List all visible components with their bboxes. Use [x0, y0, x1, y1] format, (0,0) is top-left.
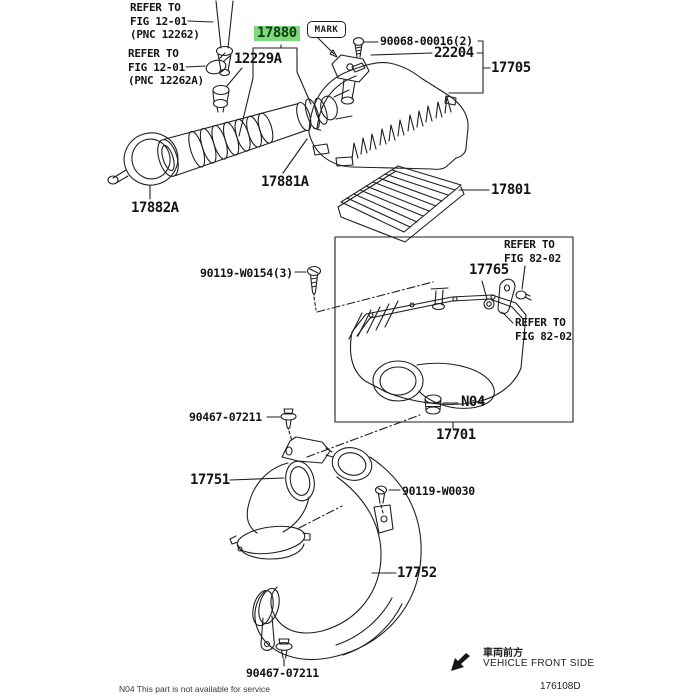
part-label-17701[interactable]: 17701 [436, 427, 476, 443]
maf-sensor-22204-drawing [331, 37, 370, 105]
part-label-17705[interactable]: 17705 [491, 60, 531, 76]
refer-note-fig12-bottom: REFER TO FIG 12-01 (PNC 12262A) [128, 47, 204, 87]
clip-90467-upper-drawing [266, 408, 297, 442]
connector-12229a-drawing [212, 67, 243, 113]
filter-element-17801-drawing [337, 165, 490, 243]
footer-service-note: N04 This part is not available for servi… [119, 684, 271, 694]
diagram-code: 176108D [540, 681, 581, 692]
part-label-N04[interactable]: N04 [461, 394, 485, 410]
leader-17881a [282, 138, 308, 174]
vehicle-front-label-jp: 車両前方 [483, 648, 523, 659]
bolt-90119-w0154-drawing [294, 265, 434, 313]
assembly-centerlines [298, 414, 421, 529]
cleaner-case-17701-drawing [348, 287, 527, 409]
part-label-17881A[interactable]: 17881A [261, 174, 309, 190]
air-hose-17880-drawing [157, 97, 328, 177]
subassembly-box [334, 236, 574, 423]
part-number-17880-highlighted: 17880 [254, 26, 300, 41]
mark-tag: MARK [307, 21, 346, 38]
part-label-90467-lower[interactable]: 90467-07211 [246, 666, 319, 680]
part-label-17880[interactable]: 17880 [254, 26, 300, 41]
vehicle-front-label-en: VEHICLE FRONT SIDE [483, 658, 595, 669]
part-label-90467-upper[interactable]: 90467-07211 [189, 410, 262, 424]
refer-note-fig12-top: REFER TO FIG 12-01 (PNC 12262) [130, 1, 200, 41]
inlet-duct-17752-drawing [252, 447, 422, 661]
leaders-17705-group [363, 40, 491, 94]
part-label-90119-w0154[interactable]: 90119-W0154(3) [200, 266, 293, 280]
vehicle-front-arrow-icon [451, 653, 470, 671]
part-label-12229A[interactable]: 12229A [234, 51, 282, 67]
part-label-17752[interactable]: 17752 [397, 565, 437, 581]
bracket-17765-drawing [481, 265, 532, 324]
part-label-17882A[interactable]: 17882A [131, 200, 179, 216]
clamp-17882a-drawing [107, 132, 179, 200]
inlet-17751-drawing [229, 436, 331, 560]
cleaner-cap-17705-drawing [308, 62, 469, 170]
part-label-17765[interactable]: 17765 [469, 262, 509, 278]
part-label-90068-00016[interactable]: 90068-00016(2) [380, 34, 473, 48]
refer-note-fig82-lower: REFER TO FIG 82-02 [515, 316, 572, 343]
part-label-17801[interactable]: 17801 [491, 182, 531, 198]
mark-pointer [316, 36, 338, 58]
leader-17880 [238, 44, 312, 137]
part-label-22204[interactable]: 22204 [434, 45, 474, 61]
part-label-17751[interactable]: 17751 [190, 472, 230, 488]
part-label-90119-w0030[interactable]: 90119-W0030 [402, 484, 475, 498]
refer-note-fig82-upper: REFER TO FIG 82-02 [504, 238, 561, 265]
grommet-n04-drawing [424, 394, 459, 415]
clip-90467-lower-drawing [275, 638, 293, 667]
clamp-pnc12262a-drawing [185, 52, 231, 75]
